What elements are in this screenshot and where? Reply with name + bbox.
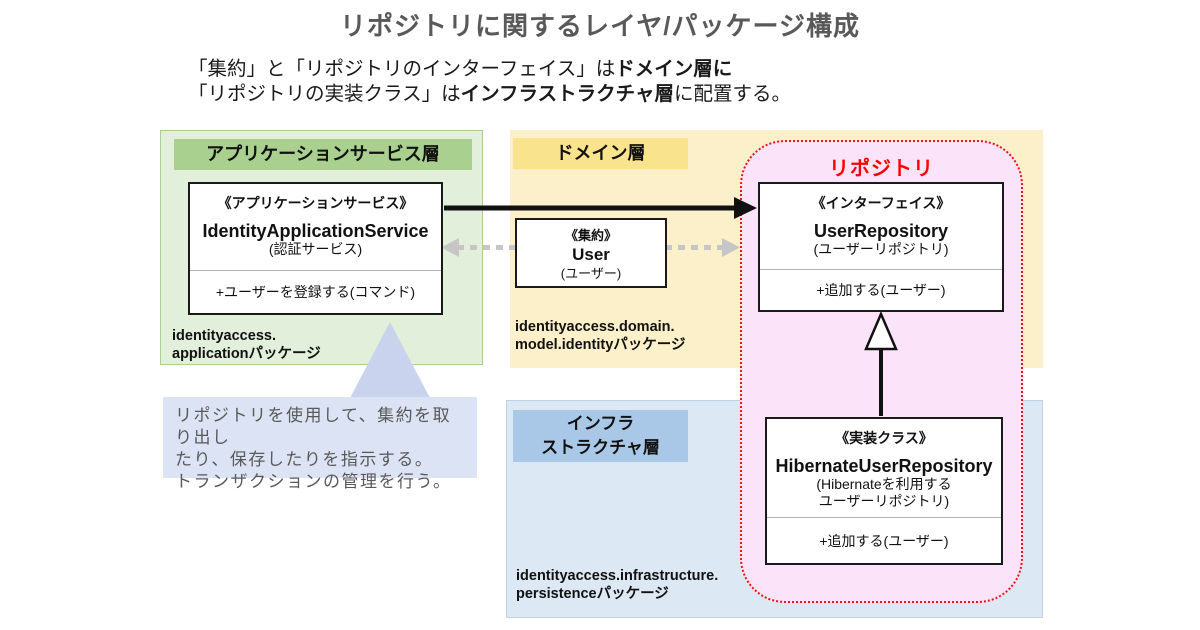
class-box-hibernate-user-repository: 《実装クラス》 HibernateUserRepository (Hiberna… — [765, 417, 1003, 565]
class-name: IdentityApplicationService — [202, 221, 429, 241]
note-line3: トランザクションの管理を行う。 — [175, 472, 452, 491]
subtitle-line1-normal: 「集約」と「リポジトリのインターフェイス」は — [188, 58, 616, 80]
note-line1: リポジトリを使用して、集約を取り出し — [175, 406, 452, 447]
application-layer-header: アプリケーションサービス層 — [174, 139, 472, 170]
class-method: +追加する(ユーザー) — [760, 269, 1002, 310]
stereotype-label: 《実装クラス》 — [835, 430, 933, 446]
domain-package-line1: identityaccess.domain. — [515, 319, 675, 335]
stereotype-label: 《インターフェイス》 — [811, 195, 951, 211]
subtitle-line2: 「リポジトリの実装クラス」はインフラストラクチャ層に配置する。 — [188, 82, 791, 107]
infrastructure-header-line2: ストラクチャ層 — [541, 438, 660, 457]
subtitle: 「集約」と「リポジトリのインターフェイス」はドメイン層に 「リポジトリの実装クラ… — [188, 57, 791, 107]
subtitle-line2-normal-start: 「リポジトリの実装クラス」は — [188, 83, 461, 105]
class-name: HibernateUserRepository — [775, 456, 993, 476]
subtitle-line2-bold: インフラストラクチャ層 — [460, 83, 674, 105]
infrastructure-package-label: identityaccess.infrastructure. persisten… — [516, 567, 718, 603]
class-box-identity-application-service: 《アプリケーションサービス》 IdentityApplicationServic… — [188, 182, 443, 315]
repository-usage-note: リポジトリを使用して、集約を取り出し たり、保存したりを指示する。 トランザクシ… — [163, 397, 477, 491]
infrastructure-header-line1: インフラ — [566, 414, 635, 433]
application-package-label: identityaccess. applicationパッケージ — [172, 327, 321, 363]
application-package-line1: identityaccess. — [172, 328, 276, 344]
page-title: リポジトリに関するレイヤ/パッケージ構成 — [340, 11, 860, 41]
class-jp-name: (Hibernateを利用する ユーザーリポジトリ) — [767, 476, 1001, 510]
class-method: +追加する(ユーザー) — [767, 517, 1001, 563]
class-jp-name-line2: ユーザーリポジトリ) — [818, 493, 950, 509]
class-name: UserRepository — [813, 221, 949, 241]
stereotype-label: 《アプリケーションサービス》 — [217, 195, 414, 211]
infrastructure-package-line1: identityaccess.infrastructure. — [516, 568, 719, 584]
infrastructure-package-line2: persistenceパッケージ — [516, 586, 669, 602]
application-package-line2: applicationパッケージ — [172, 346, 321, 362]
note-line2: たり、保存したりを指示する。 — [175, 450, 434, 469]
class-jp-name: (ユーザーリポジトリ) — [813, 241, 949, 257]
class-box-user-aggregate: 《集約》 User (ユーザー) — [515, 218, 667, 288]
infrastructure-layer-header: インフラ ストラクチャ層 — [513, 410, 688, 462]
domain-layer-header: ドメイン層 — [513, 138, 688, 169]
class-name: User — [572, 245, 610, 264]
class-method: +ユーザーを登録する(コマンド) — [190, 270, 441, 313]
class-box-user-repository: 《インターフェイス》 UserRepository (ユーザーリポジトリ) +追… — [758, 182, 1004, 312]
stereotype-label: 《集約》 — [564, 228, 617, 243]
subtitle-line1-bold: ドメイン層に — [615, 58, 733, 80]
class-jp-name: (認証サービス) — [268, 241, 363, 257]
class-jp-name-line1: (Hibernateを利用する — [816, 476, 952, 492]
domain-package-line2: model.identityパッケージ — [515, 337, 686, 353]
repository-group-title: リポジトリ — [829, 158, 934, 180]
subtitle-line2-normal-end: に配置する。 — [673, 83, 791, 105]
domain-package-label: identityaccess.domain. model.identityパッケ… — [515, 318, 686, 354]
class-jp-name: (ユーザー) — [560, 266, 622, 281]
subtitle-line1: 「集約」と「リポジトリのインターフェイス」はドメイン層に — [188, 57, 791, 82]
